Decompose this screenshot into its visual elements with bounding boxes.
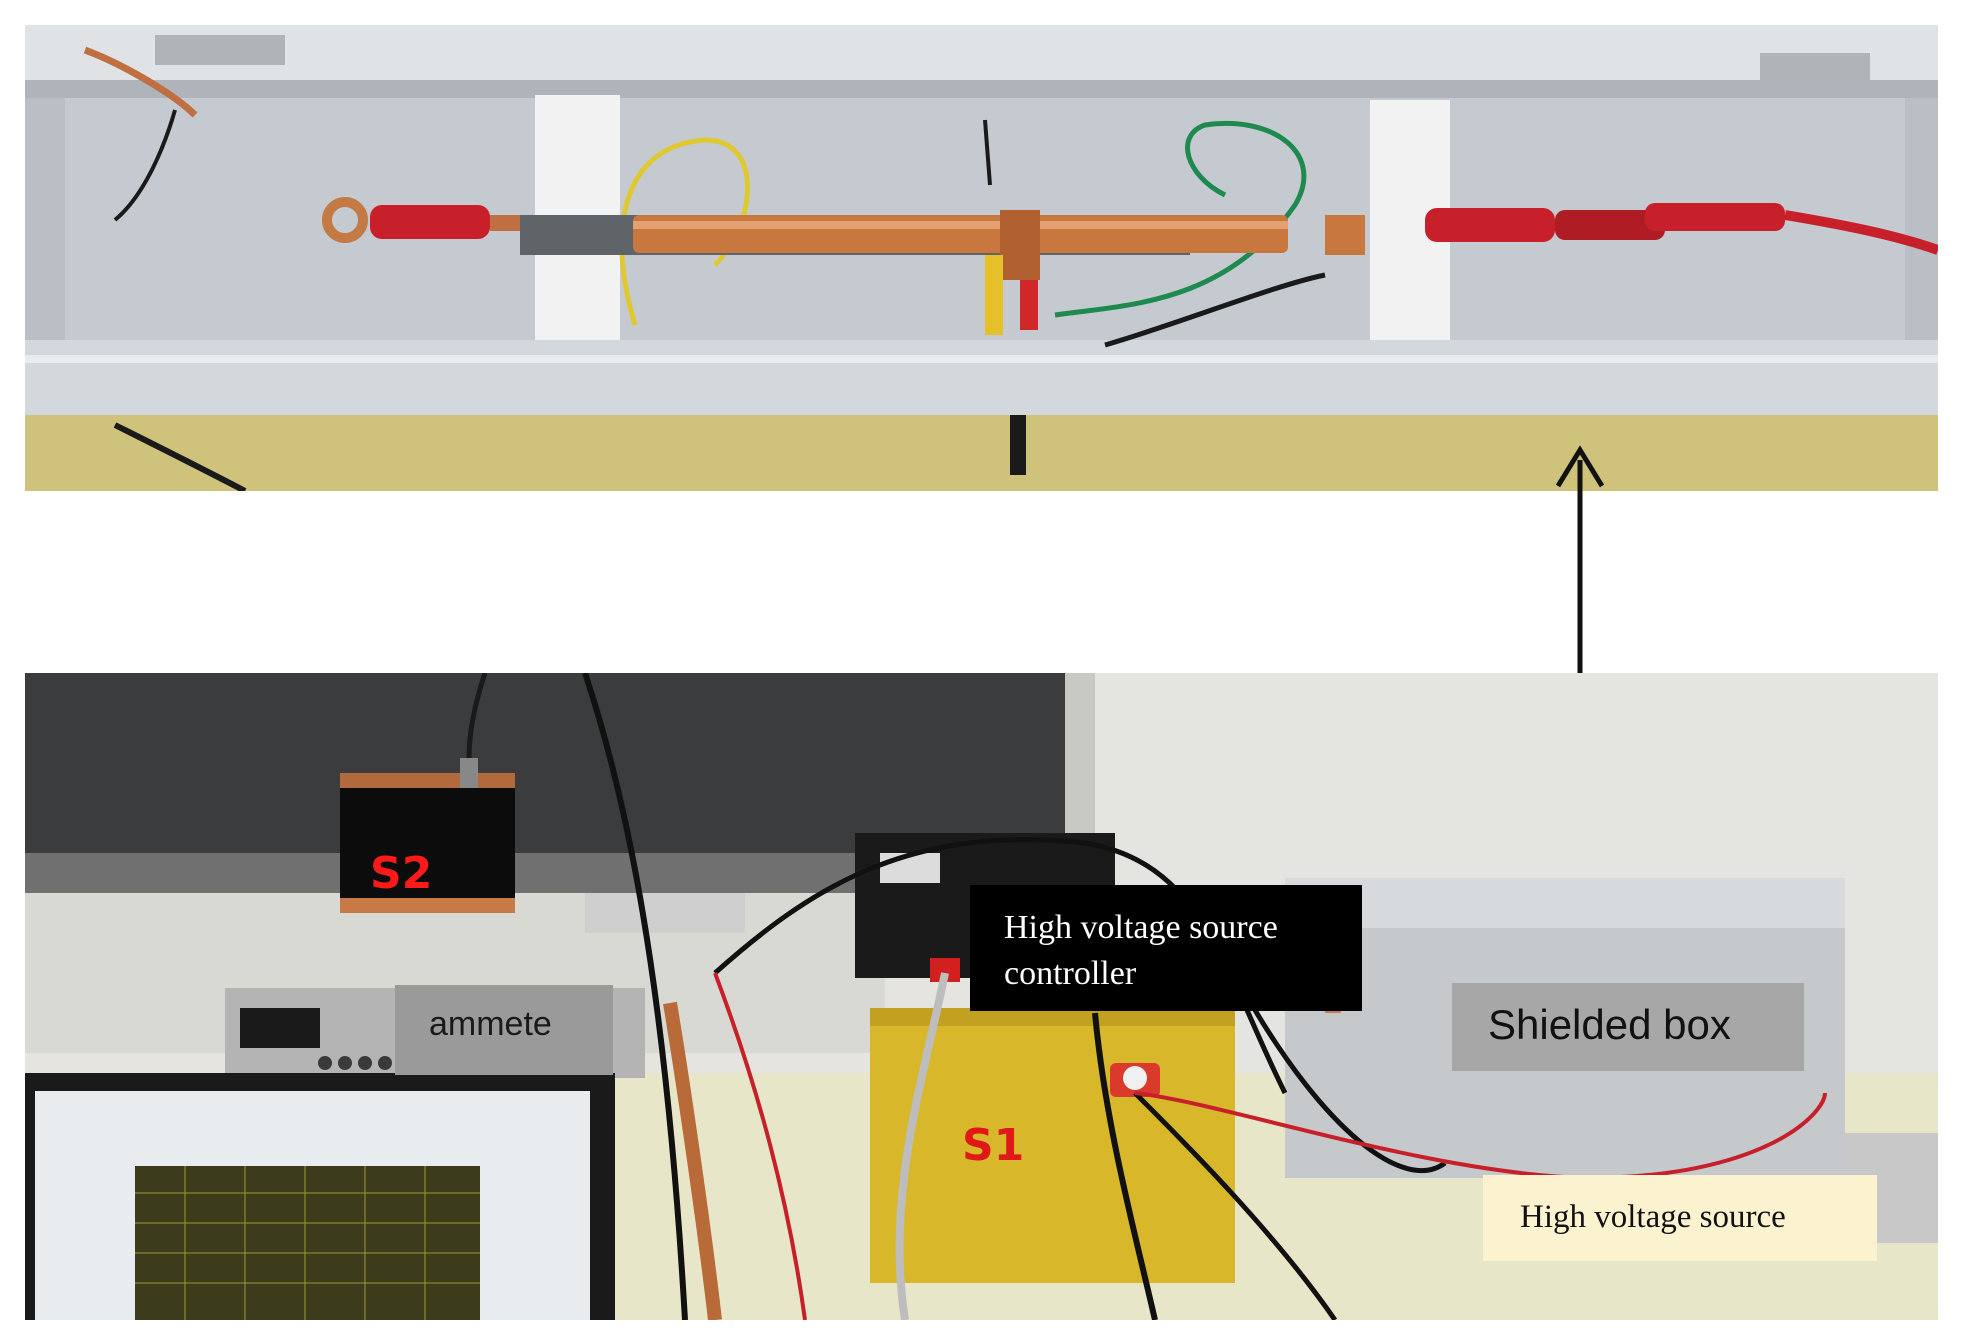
label-hv-controller-line2: controller	[1004, 955, 1137, 992]
window-dark	[25, 673, 1085, 853]
top-photo-shielded-box-interior	[25, 25, 1938, 491]
copper-tube	[633, 215, 1288, 253]
label-s1: S1	[962, 1120, 1025, 1171]
red-connector-left	[370, 205, 490, 239]
label-hv-controller-line1: High voltage source	[1004, 909, 1278, 946]
s2-box-front	[340, 788, 515, 898]
hinge-left	[155, 35, 285, 65]
label-hv-source-controller: High voltage source controller	[970, 885, 1362, 1011]
red-connector-right	[1425, 208, 1555, 242]
interior-scene	[25, 25, 1938, 491]
label-s2: S2	[370, 848, 433, 899]
box-front-lip	[25, 340, 1938, 415]
copper-clamp	[1000, 210, 1040, 280]
label-shielded-box: Shielded box	[1452, 983, 1804, 1071]
hinge-right	[1760, 53, 1870, 83]
label-ammeter: ammete	[395, 985, 613, 1075]
label-hv-source: High voltage source	[1483, 1175, 1877, 1261]
terminal-lug-left	[322, 197, 368, 243]
